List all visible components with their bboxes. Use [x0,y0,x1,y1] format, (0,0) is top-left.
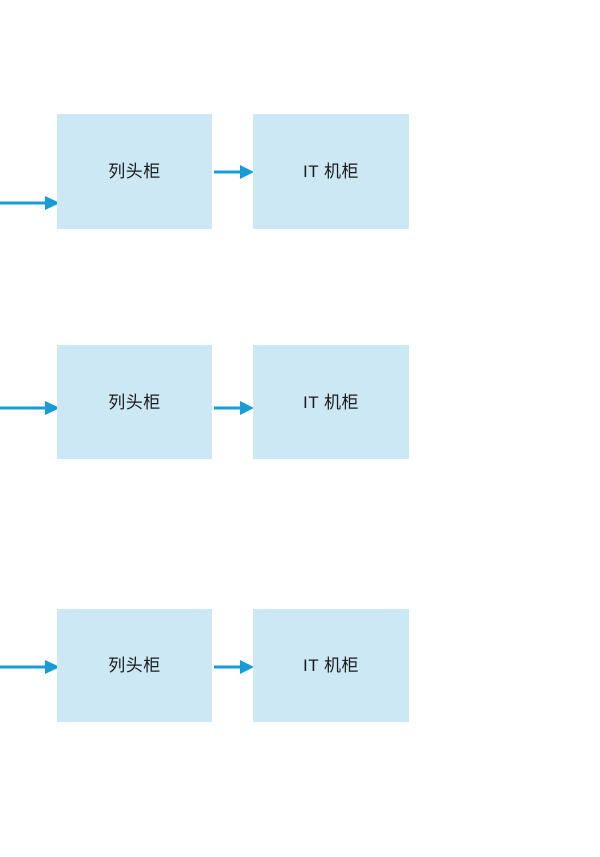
node-column-head-cabinet[interactable]: 列头柜 [57,609,212,722]
node-label: IT 机柜 [302,392,360,412]
connector-arrow [214,399,254,417]
node-label: IT 机柜 [302,656,360,675]
node-it-cabinet[interactable]: IT 机柜 [253,609,409,722]
node-label: IT 机柜 [302,162,360,181]
flow-row-3: 列头柜 IT 机柜 [0,609,600,722]
node-label: 列头柜 [108,392,161,412]
flow-row-1: 列头柜 IT 机柜 [0,114,600,229]
incoming-arrow [0,399,60,417]
node-it-cabinet[interactable]: IT 机柜 [253,345,409,459]
incoming-arrow [0,194,60,212]
flow-row-2: 列头柜 IT 机柜 [0,345,600,459]
node-column-head-cabinet[interactable]: 列头柜 [57,114,212,229]
node-label: 列头柜 [108,656,161,675]
node-column-head-cabinet[interactable]: 列头柜 [57,345,212,459]
node-it-cabinet[interactable]: IT 机柜 [253,114,409,229]
connector-arrow [214,163,254,181]
connector-arrow [214,658,254,676]
node-label: 列头柜 [108,162,161,181]
incoming-arrow [0,658,60,676]
